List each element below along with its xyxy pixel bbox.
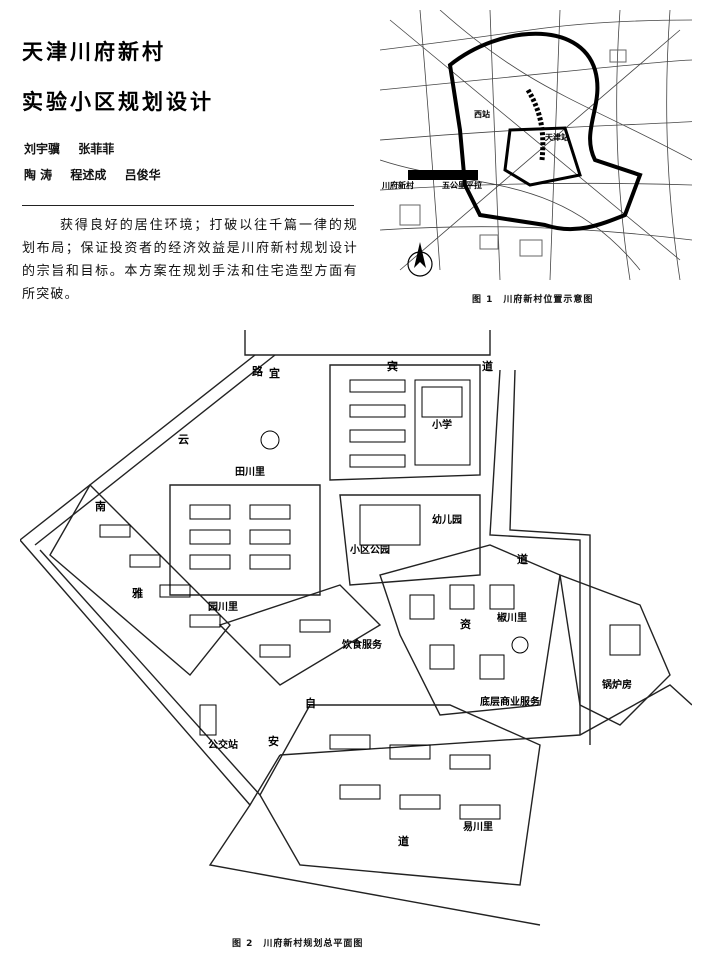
- label-commerce: 底层商业服务: [480, 695, 541, 708]
- figure1-caption: 图 1 川府新村位置示意图: [472, 295, 594, 305]
- plan-roads: [20, 330, 692, 926]
- map-street-network: [380, 10, 692, 281]
- map-blocks: [399, 49, 627, 257]
- road-dao-right-label: 道: [517, 552, 528, 566]
- road-ziyou-char-2: 安: [268, 734, 279, 748]
- author-name: 张菲菲: [78, 142, 115, 156]
- authors-line-1: 刘宇骥 张菲菲: [24, 140, 128, 157]
- road-ya-label: 雅: [132, 586, 143, 600]
- chuanfu-site-block: [408, 170, 478, 180]
- abstract-paragraph: 获得良好的居住环境；打破以往千篇一律的规划布局；保证投资者的经济效益是川府新村规…: [22, 218, 358, 302]
- label-park: 小区公园: [349, 543, 390, 556]
- label-west-station: 西站: [474, 109, 490, 119]
- title-line-2: 实验小区规划设计: [22, 90, 214, 114]
- road-yunnan-char-1: 云: [178, 433, 189, 446]
- label-yuanchuan: 园川里: [208, 601, 238, 613]
- label-wudagong: 五公里平拉: [442, 180, 482, 190]
- label-tianjin-station: 天津站: [545, 132, 569, 142]
- road-dao-bottom-label: 道: [398, 834, 409, 848]
- road-ziyou-char-1: 自: [305, 696, 316, 710]
- location-map-figure: 西站 天津站 川府新村 五公里平拉: [380, 10, 692, 281]
- author-name: 程述成: [70, 168, 107, 182]
- plan-buildings: [99, 379, 641, 820]
- road-lu-label: 路: [252, 364, 264, 378]
- road-yibin-char-2: 宾: [387, 359, 398, 373]
- divider-rule: [22, 205, 354, 206]
- label-chuanfu: 川府新村: [381, 180, 414, 190]
- label-boiler: 锅炉房: [602, 678, 632, 691]
- label-dining: 饮食服务: [341, 638, 383, 651]
- label-bus-stop: 公交站: [208, 738, 238, 751]
- road-zi-label: 资: [460, 617, 471, 631]
- author-name: 吕俊华: [124, 168, 161, 182]
- label-kindergarten: 幼儿园: [432, 513, 462, 526]
- ring-road-outline: [447, 31, 643, 232]
- site-plan-figure: 宜 宾 道 路 云 南 雅 资 自 安 道 道 小学 田川里 幼儿园 小区公园 …: [20, 330, 692, 926]
- rail-line-loop: [503, 126, 582, 187]
- road-yibin-char-3: 道: [482, 359, 493, 373]
- label-school: 小学: [431, 418, 452, 431]
- north-arrow-icon: [407, 242, 433, 277]
- author-name: 陶 涛: [24, 168, 53, 182]
- road-yibin-char-1: 宜: [269, 366, 280, 380]
- label-yichuan: 易川里: [463, 821, 493, 833]
- author-name: 刘宇骥: [24, 142, 61, 156]
- title-line-1: 天津川府新村: [22, 40, 166, 64]
- road-yunnan-char-2: 南: [95, 499, 106, 513]
- figure2-caption: 图 2 川府新村规划总平面图: [232, 939, 364, 949]
- label-jiaochuan: 椒川里: [497, 611, 527, 624]
- authors-line-2: 陶 涛 程述成 吕俊华: [24, 166, 175, 183]
- river-line: [525, 88, 546, 161]
- label-tianchuan: 田川里: [235, 466, 265, 478]
